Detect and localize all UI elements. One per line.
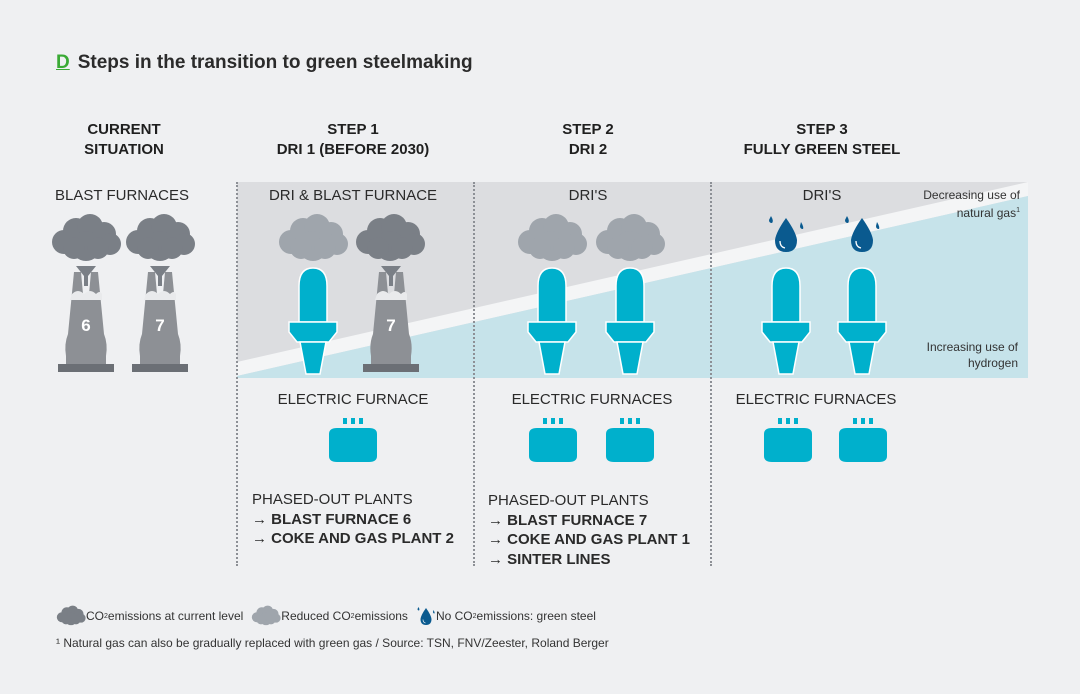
dark-cloud-icon [56, 605, 86, 627]
section-letter: D [56, 52, 70, 73]
light-cloud-icon [277, 214, 349, 264]
blast-furnace-7: 7 [130, 264, 190, 374]
dri-plant-icon [834, 266, 890, 376]
phased-out-step1: PHASED-OUT PLANTS → BLAST FURNACE 6 → CO… [252, 491, 454, 547]
plant-label: DRI & BLAST FURNACE [268, 187, 438, 204]
electric-furnace-label: ELECTRIC FURNACES [511, 391, 673, 408]
dri-plant-icon [758, 266, 814, 376]
dark-cloud-icon [354, 214, 426, 264]
electric-furnace-icon [327, 418, 379, 464]
dri-plant-icon [285, 266, 341, 376]
light-cloud-icon [251, 605, 281, 627]
light-cloud-icon [594, 214, 666, 264]
column-divider [710, 182, 712, 566]
dark-cloud-icon [124, 214, 196, 264]
electric-furnace-icon [604, 418, 656, 464]
list-item: → SINTER LINES [488, 550, 611, 568]
list-item: → COKE AND GAS PLANT 2 [252, 530, 454, 547]
footnote: ¹ Natural gas can also be gradually repl… [56, 636, 609, 650]
column-divider [236, 182, 238, 566]
dri-plant-icon [524, 266, 580, 376]
page-title: D Steps in the transition to green steelm… [56, 52, 473, 74]
title-text: Steps in the transition to green steelma… [77, 52, 473, 73]
blast-furnace-7: 7 [361, 264, 421, 374]
list-item: → COKE AND GAS PLANT 1 [488, 531, 690, 548]
water-drop-icon [416, 606, 436, 626]
blast-furnace-6: 6 [56, 264, 116, 374]
plant-label: BLAST FURNACES [55, 187, 189, 204]
electric-furnace-label: ELECTRIC FURNACE [277, 391, 429, 408]
electric-furnace-icon [837, 418, 889, 464]
column-divider [473, 182, 475, 566]
water-drop-icon [842, 214, 882, 254]
plant-label: DRI'S [802, 187, 842, 204]
light-cloud-icon [516, 214, 588, 264]
plant-label: DRI'S [568, 187, 608, 204]
dri-plant-icon [602, 266, 658, 376]
list-item: → BLAST FURNACE 6 [252, 510, 412, 528]
electric-furnace-icon [762, 418, 814, 464]
water-drop-icon [766, 214, 806, 254]
phased-out-step2: PHASED-OUT PLANTS → BLAST FURNACE 7 → CO… [488, 492, 690, 568]
dark-cloud-icon [50, 214, 122, 264]
list-item: → BLAST FURNACE 7 [488, 511, 648, 529]
electric-furnace-icon [527, 418, 579, 464]
electric-furnace-label: ELECTRIC FURNACES [735, 391, 897, 408]
